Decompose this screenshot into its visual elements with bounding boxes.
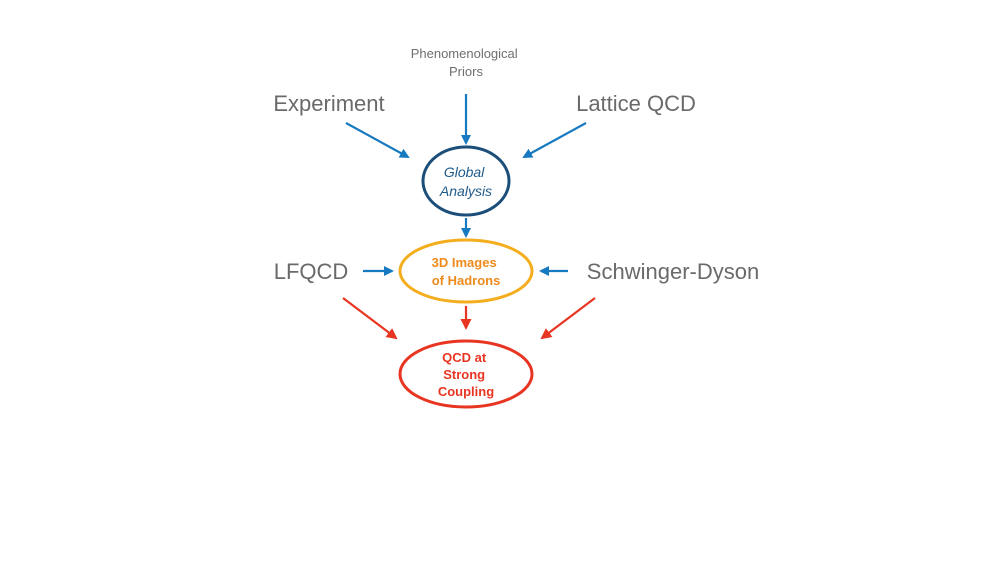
arrow-lfqcd-to-qcd [342, 297, 398, 340]
lfqcd-label: LFQCD [274, 259, 349, 284]
global-line-1: Global [444, 164, 485, 180]
phenomenological-line-2: Priors [449, 64, 483, 79]
global-line-2: Analysis [439, 183, 492, 199]
3d-images-text: 3D Images of Hadrons [432, 255, 501, 288]
images-line-1: 3D Images [432, 255, 497, 270]
qcd-strong-coupling-ellipse [398, 339, 534, 409]
schwinger-dyson-label: Schwinger-Dyson [587, 259, 759, 284]
qcd-strong-coupling-text: QCD at Strong Coupling [438, 350, 494, 399]
lattice-qcd-label: Lattice QCD [576, 91, 696, 116]
3d-images-node: 3D Images of Hadrons [398, 238, 534, 304]
global-analysis-ellipse [421, 145, 511, 217]
qcd-line-1: QCD at [442, 350, 487, 365]
phenomenological-line-1: Phenomenological [411, 46, 518, 61]
global-analysis-node: Global Analysis [421, 145, 511, 217]
images-line-2: of Hadrons [432, 273, 501, 288]
arrow-lattice-to-global [522, 122, 587, 158]
qcd-line-3: Coupling [438, 384, 494, 399]
experiment-label: Experiment [273, 91, 384, 116]
phenomenological-priors-label: Phenomenological Priors [411, 46, 522, 79]
arrow-experiment-to-global [345, 122, 410, 158]
arrow-schwinger-to-qcd [540, 297, 596, 340]
3d-images-ellipse [398, 238, 534, 304]
qcd-strong-coupling-node: QCD at Strong Coupling [398, 339, 534, 409]
qcd-line-2: Strong [443, 367, 485, 382]
global-analysis-text: Global Analysis [439, 164, 492, 199]
